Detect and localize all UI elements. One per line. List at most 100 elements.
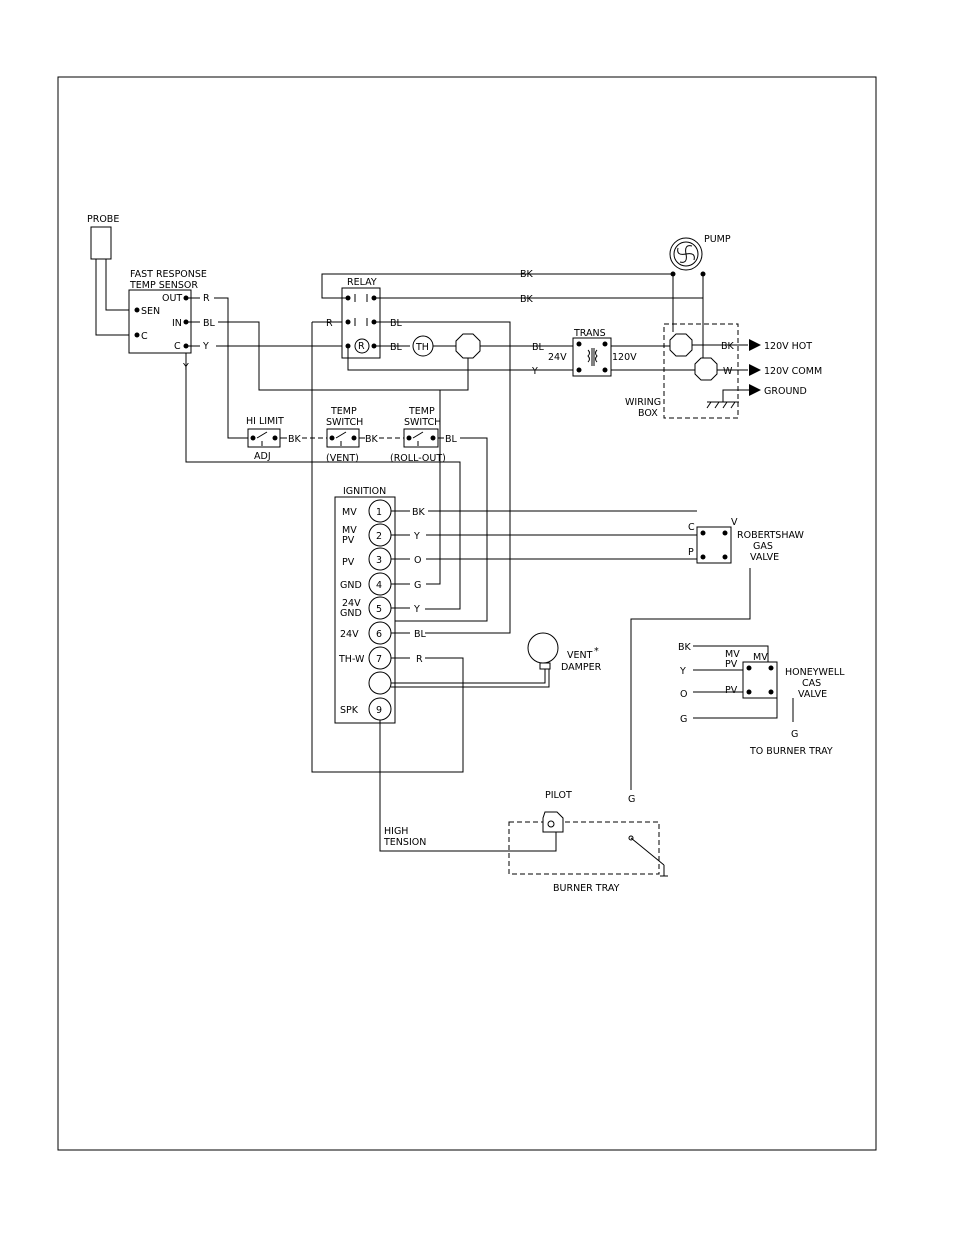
honeywell-o: O: [680, 689, 687, 700]
ign-num-2: 2: [376, 531, 382, 542]
ign-label-4: GND: [340, 580, 362, 591]
sensor-c2-label: C: [141, 331, 148, 342]
ignition-module: [334, 496, 396, 724]
robertshaw-title: ROBERTSHAW: [737, 530, 804, 541]
sensor-out-label: OUT: [162, 293, 182, 304]
ign-label-1: MV: [342, 507, 357, 518]
ign-num-7: 7: [376, 654, 382, 665]
ignition-terminal-1: 1 MV BK: [342, 499, 697, 523]
wire-label-bl-rollout: BL: [445, 434, 458, 445]
honeywell-g: G: [680, 714, 687, 725]
temp-switch-rollout-title: TEMP: [408, 406, 435, 417]
relay-title: RELAY: [347, 277, 377, 288]
arrow-hot: [749, 339, 761, 351]
ignition-terminal-5: 5 24V GND Y: [340, 596, 420, 620]
honeywell-mv-inner: MV: [753, 652, 768, 663]
ign-label-5: 24V: [342, 598, 361, 609]
ground-label: GROUND: [764, 386, 807, 397]
ignition-terminal-6: 6 24V BL: [340, 621, 427, 645]
temp-sensor-title-2: TEMP SENSOR: [129, 280, 198, 291]
wire-label-bk-vent: BK: [365, 434, 379, 445]
temp-switch-vent-sub: (VENT): [326, 453, 359, 464]
burner-tray: [508, 821, 660, 875]
transformer-coil-icon: [587, 348, 598, 366]
temp-switch-vent-title: TEMP: [330, 406, 357, 417]
wiring-box-octagon-comm: [694, 357, 718, 381]
ign-num-3: 3: [376, 555, 382, 566]
ignition-terminal-9: 9 SPK: [340, 697, 557, 852]
ign-label-3: PV: [342, 557, 355, 568]
ign-wire-5: Y: [413, 604, 420, 615]
ign-wire-6: BL: [414, 629, 427, 640]
ignition-title: IGNITION: [343, 486, 386, 497]
sensor-sen-label: SEN: [141, 306, 160, 317]
ign-wire-3: O: [414, 555, 421, 566]
wire-label-r-sensor: R: [203, 293, 210, 304]
ignition-terminal-2: 2 MV PV Y: [342, 523, 697, 547]
ign-label-5b: GND: [340, 608, 362, 619]
trans-120v: 120V: [612, 352, 637, 363]
high-tension-label: HIGH: [384, 826, 408, 837]
ign-label-6: 24V: [340, 629, 359, 640]
vent-damper-label-2: DAMPER: [561, 662, 602, 673]
to-burner-tray-label: TO BURNER TRAY: [749, 746, 833, 757]
wiring-box: [663, 323, 739, 419]
pump-fan-icon: [677, 245, 695, 263]
wire-label-y-trans: Y: [531, 366, 538, 377]
wire-label-bl-relay: BL: [390, 318, 403, 329]
wiring-box-label: WIRING: [625, 397, 661, 408]
trans-title: TRANS: [573, 328, 606, 339]
wire-label-bk-top: BK: [520, 269, 534, 280]
wire-label-bk-hilimit: BK: [288, 434, 302, 445]
ign-label-2: MV: [342, 525, 357, 536]
ign-num-4: 4: [376, 580, 382, 591]
arrow-comm: [749, 364, 761, 376]
robertshaw-title-3: VALVE: [750, 552, 779, 563]
sensor-c-label: C: [174, 341, 181, 352]
vent-damper-mark: *: [594, 646, 599, 657]
vent-damper: [527, 632, 559, 664]
robertshaw-title-2: GAS: [753, 541, 773, 552]
ign-label-9: SPK: [340, 705, 359, 716]
wire-label-w-comm: W: [723, 366, 733, 377]
relay-coil-label: R: [358, 341, 365, 352]
pilot-label: PILOT: [545, 790, 572, 801]
ign-label-7: TH-W: [338, 654, 365, 665]
ign-wire-2: Y: [413, 531, 420, 542]
high-tension-label-2: TENSION: [383, 837, 426, 848]
honeywell-y: Y: [679, 666, 686, 677]
robertshaw-p: P: [688, 547, 694, 558]
vent-damper-label: VENT: [567, 650, 593, 661]
wire-label-bl-sensor: BL: [203, 318, 216, 329]
ign-label-2b: PV: [342, 535, 355, 546]
ign-num-1: 1: [376, 507, 382, 518]
temp-switch-rollout-title-2: SWITCH: [404, 417, 441, 428]
ignition-terminal-3: 3 PV O: [342, 547, 697, 571]
ign-wire-4: G: [414, 580, 421, 591]
th-label: TH: [415, 342, 429, 353]
probe: [90, 226, 112, 260]
honeywell-title: HONEYWELL: [785, 667, 845, 678]
sensor-in-label: IN: [172, 318, 182, 329]
wire-label-bk-2: BK: [520, 294, 534, 305]
arrow-ground: [749, 384, 761, 396]
temp-sensor-title: FAST RESPONSE: [130, 269, 207, 280]
hi-limit-adj: ADJ: [254, 451, 271, 462]
honeywell-g2: G: [791, 729, 798, 740]
honeywell-mv: MV: [725, 649, 740, 660]
page-frame: [57, 76, 877, 1151]
wire-label-bk-hot: BK: [721, 341, 735, 352]
wire-label-bl-trans: BL: [532, 342, 545, 353]
wire-label-r-relay: R: [326, 318, 333, 329]
ignition-terminal-7: 7 TH-W R: [338, 646, 423, 670]
ground-icon: [706, 401, 739, 409]
honeywell-title-2: CAS: [802, 678, 821, 689]
honeywell-pv: PV: [725, 659, 738, 670]
temp-switch-vent-title-2: SWITCH: [326, 417, 363, 428]
ign-wire-1: BK: [412, 507, 426, 518]
ignition-terminal-8: [368, 668, 550, 695]
ignition-terminal-4: 4 GND G: [340, 390, 441, 596]
wire-label-bl-th: BL: [390, 342, 403, 353]
temp-switch-rollout-sub: (ROLL-OUT): [390, 453, 446, 464]
